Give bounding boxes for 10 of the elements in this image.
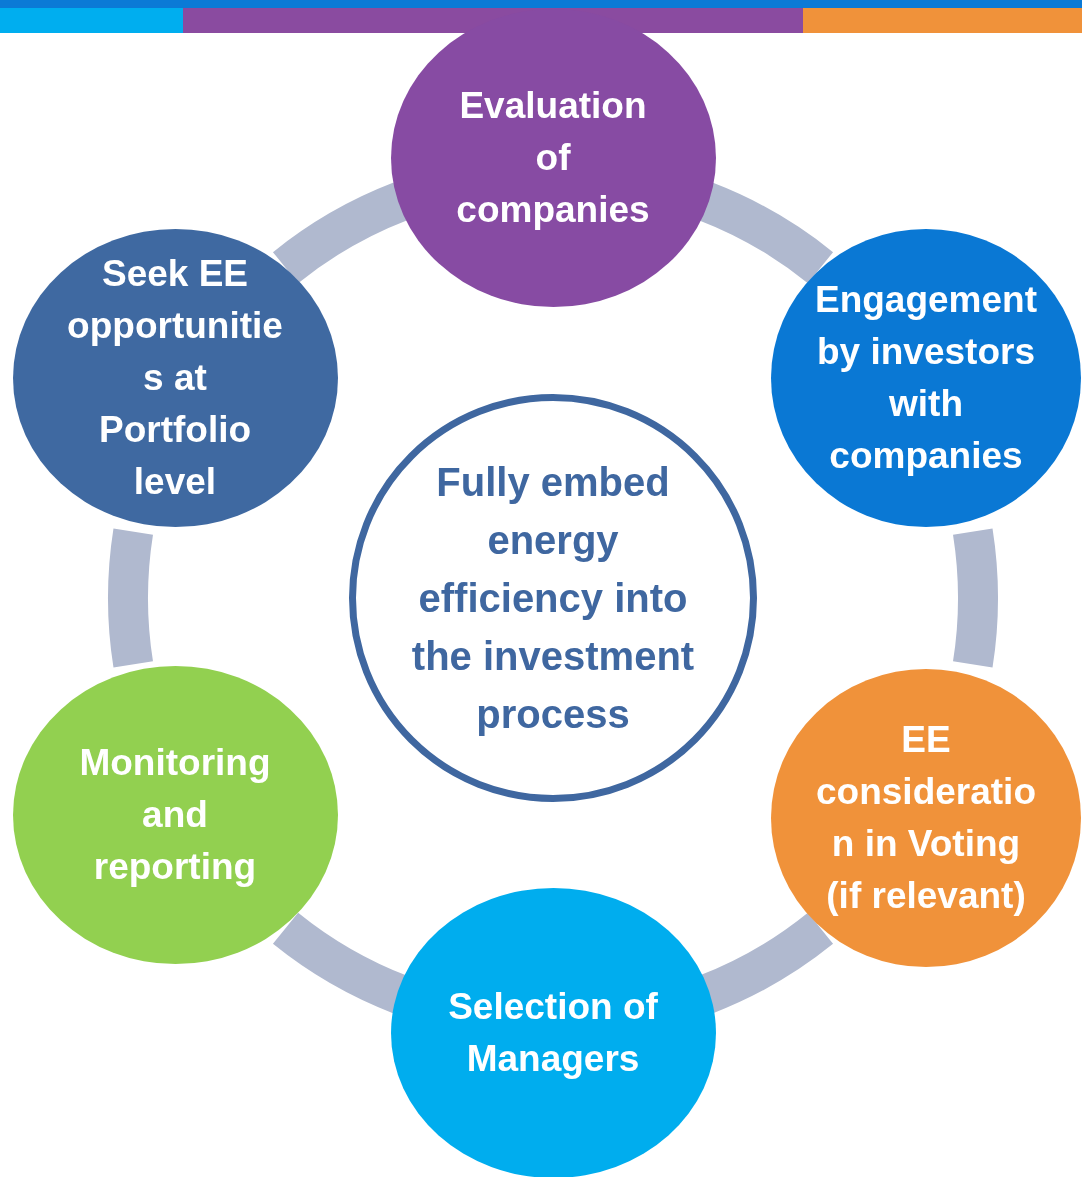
step-text: Selection of Managers bbox=[447, 985, 659, 1081]
center-text: Fully embed energy efficiency into the investment process bbox=[410, 459, 696, 738]
connector-arc bbox=[273, 182, 409, 284]
step-text: Engagement by investors with companies bbox=[813, 278, 1038, 478]
connector-arc bbox=[952, 529, 998, 667]
step-text: Evaluation of companies bbox=[455, 84, 651, 232]
step-text: Seek EE opportunities at Portfolio level bbox=[66, 252, 284, 504]
connector-arc bbox=[108, 529, 154, 667]
step-text: Monitoring and reporting bbox=[78, 741, 272, 889]
step-text: EE consideration in Voting (if relevant) bbox=[815, 718, 1037, 918]
